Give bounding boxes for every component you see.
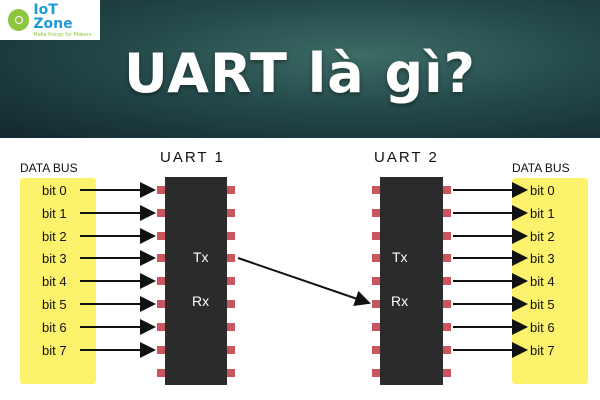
chip-pin [443, 186, 451, 194]
chip-pin [227, 369, 235, 377]
right-data-bus [512, 178, 588, 384]
chip-pin [372, 369, 380, 377]
header-banner: IoT Zone Make things for Makers UART là … [0, 0, 600, 138]
right-bus-label: DATA BUS [512, 161, 570, 175]
chip-pin [227, 209, 235, 217]
left-bit-label: bit 1 [42, 206, 67, 221]
left-bit-label: bit 7 [42, 343, 67, 358]
chip-pin [372, 300, 380, 308]
chip-pin [372, 277, 380, 285]
left-bit-label: bit 0 [42, 183, 67, 198]
left-data-bus [20, 178, 96, 384]
right-bit-label: bit 3 [530, 251, 555, 266]
page-title: UART là gì? [123, 42, 476, 105]
chip-pin [372, 209, 380, 217]
chip-pin [157, 277, 165, 285]
chip-pin [227, 300, 235, 308]
chip-pin [227, 232, 235, 240]
uart1-chip [165, 177, 227, 385]
chip-pin [157, 232, 165, 240]
chip-pin [157, 254, 165, 262]
chip-pin [443, 254, 451, 262]
right-bit-label: bit 7 [530, 343, 555, 358]
left-bit-label: bit 5 [42, 297, 67, 312]
iotzone-logo[interactable]: IoT Zone Make things for Makers [0, 0, 100, 40]
chip-pin [372, 323, 380, 331]
uart-diagram: DATA BUS DATA BUS UART 1 UART 2 bit 0 bit… [20, 149, 588, 385]
left-bit-label: bit 2 [42, 229, 67, 244]
right-bit-label: bit 0 [530, 183, 555, 198]
chip-pin [157, 323, 165, 331]
logo-tagline: Make things for Makers [33, 31, 92, 38]
chip-pin [227, 254, 235, 262]
chip-pin [227, 323, 235, 331]
chip-pin [443, 209, 451, 217]
left-bit-label: bit 6 [42, 320, 67, 335]
right-bit-label: bit 1 [530, 206, 555, 221]
chip-pin [443, 369, 451, 377]
right-bit-label: bit 5 [530, 297, 555, 312]
chip-pin [443, 277, 451, 285]
uart2-label: UART 2 [374, 149, 439, 166]
network-node-icon [8, 9, 30, 31]
chip-pin [157, 369, 165, 377]
logo-name: IoT Zone [33, 1, 73, 32]
uart1-tx: Tx [193, 249, 209, 265]
uart1-rx: Rx [192, 293, 209, 309]
chip-pin [372, 254, 380, 262]
chip-pin [157, 346, 165, 354]
uart2-tx: Tx [392, 249, 408, 265]
chip-pin [227, 346, 235, 354]
tx-rx-arrow [237, 257, 371, 307]
left-bit-label: bit 3 [42, 251, 67, 266]
left-bus-label: DATA BUS [20, 161, 78, 175]
right-bit-label: bit 6 [530, 320, 555, 335]
uart2-rx: Rx [391, 293, 408, 309]
chip-pin [372, 186, 380, 194]
chip-pin [443, 300, 451, 308]
chip-pin [372, 232, 380, 240]
chip-pin [157, 300, 165, 308]
chip-pin [443, 323, 451, 331]
chip-pin [157, 186, 165, 194]
uart1-label: UART 1 [160, 149, 225, 166]
chip-pin [372, 346, 380, 354]
right-bit-label: bit 2 [530, 229, 555, 244]
right-bit-label: bit 4 [530, 274, 555, 289]
chip-pin [227, 277, 235, 285]
chip-pin [227, 186, 235, 194]
chip-pin [443, 346, 451, 354]
uart2-chip [380, 177, 443, 385]
chip-pin [157, 209, 165, 217]
left-bit-label: bit 4 [42, 274, 67, 289]
chip-pin [443, 232, 451, 240]
